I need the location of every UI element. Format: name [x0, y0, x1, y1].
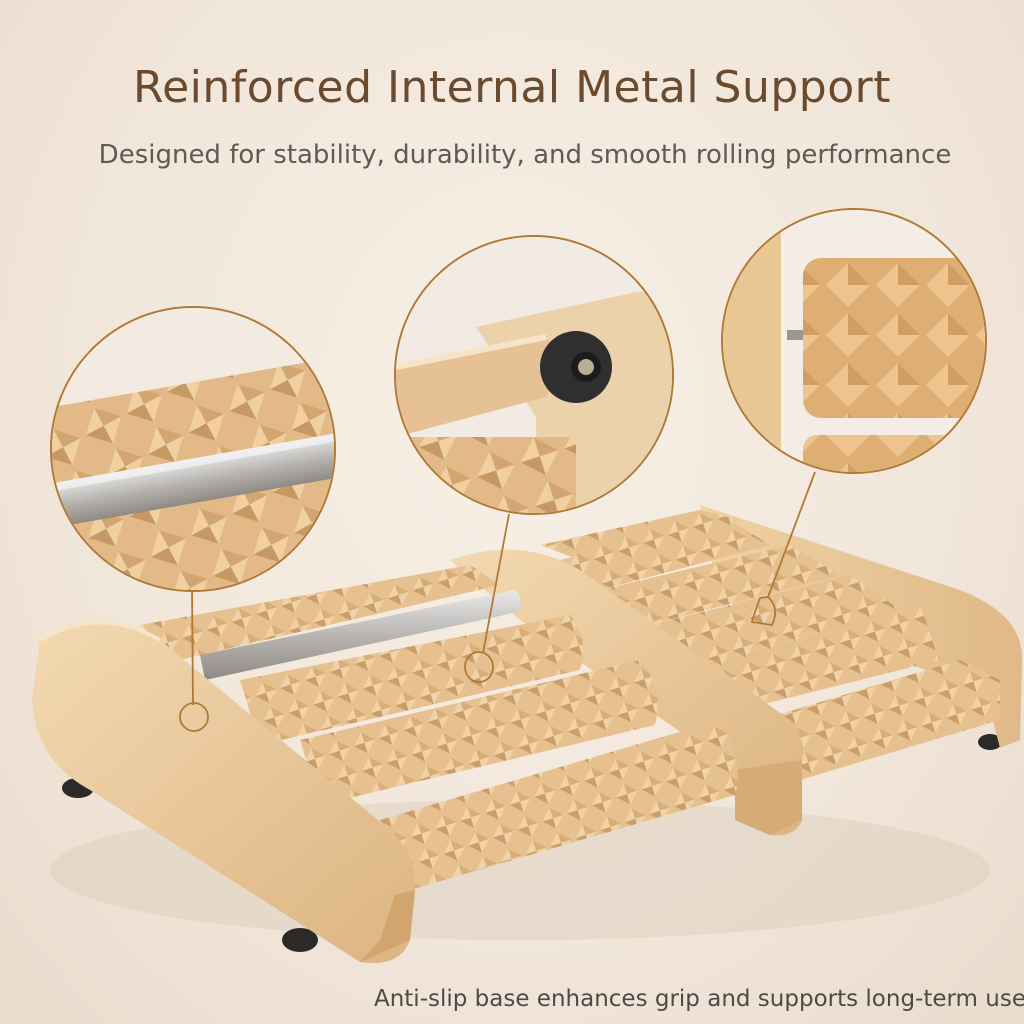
callout-roller-texture — [721, 208, 987, 474]
page-subtitle: Designed for stability, durability, and … — [98, 140, 952, 170]
callout-leader-lines — [179, 471, 816, 732]
footer-caption: Anti-slip base enhances grip and support… — [373, 986, 1024, 1012]
page-title: Reinforced Internal Metal Support — [133, 62, 891, 113]
callout-metal-rod — [50, 306, 336, 592]
right-rollers — [540, 510, 1000, 780]
callout-end-cap — [394, 235, 674, 515]
